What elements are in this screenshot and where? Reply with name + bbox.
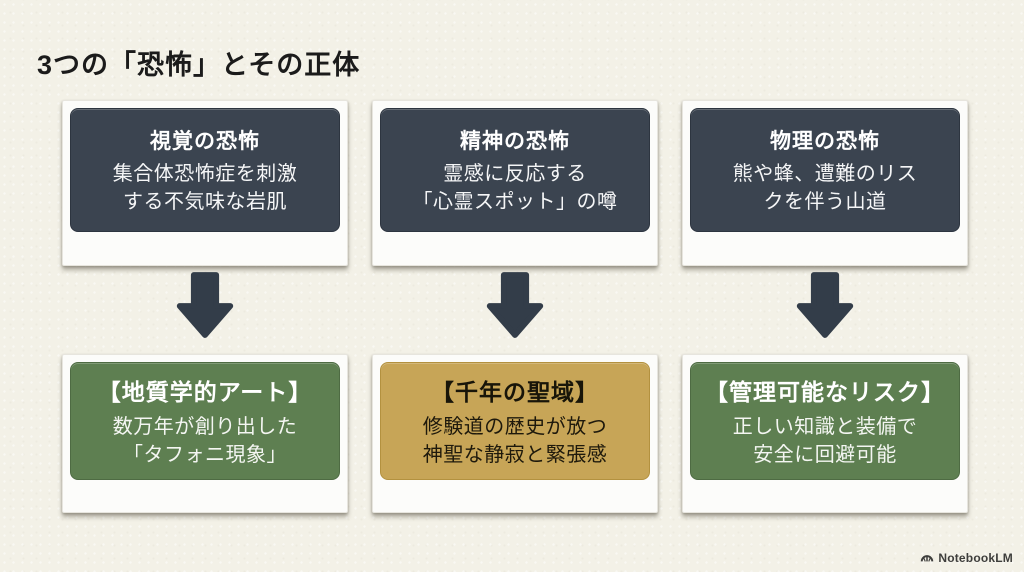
fear-title: 視覚の恐怖: [150, 129, 260, 153]
reality-title: 【地質学的アート】: [97, 380, 313, 405]
fear-title: 精神の恐怖: [460, 129, 570, 153]
reality-card: 【管理可能なリスク】 正しい知識と装備で 安全に回避可能: [682, 354, 968, 513]
reality-card: 【千年の聖域】 修験道の歴史が放つ 神聖な静寂と緊張感: [372, 354, 658, 513]
page-title: 3つの「恐怖」とその正体: [37, 50, 361, 81]
reality-body: 正しい知識と装備で 安全に回避可能: [732, 416, 918, 466]
fear-panel: 精神の恐怖 霊感に反応する 「心霊スポット」の噂: [380, 108, 650, 232]
fear-card: 視覚の恐怖 集合体恐怖症を刺激 する不気味な岩肌: [62, 100, 348, 266]
reality-panel: 【管理可能なリスク】 正しい知識と装備で 安全に回避可能: [690, 362, 960, 480]
fear-card: 物理の恐怖 熊や蜂、遭難のリス クを伴う山道: [682, 100, 968, 266]
fear-panel: 視覚の恐怖 集合体恐怖症を刺激 する不気味な岩肌: [70, 108, 340, 232]
reality-title: 【管理可能なリスク】: [705, 380, 945, 405]
notebooklm-logo-icon: [921, 554, 934, 562]
down-arrow-icon: [796, 272, 854, 338]
reality-body: 修験道の歴史が放つ 神聖な静寂と緊張感: [422, 416, 608, 466]
reality-panel: 【地質学的アート】 数万年が創り出した 「タフォニ現象」: [70, 362, 340, 480]
down-arrow-icon: [486, 272, 544, 338]
fear-body: 霊感に反応する 「心霊スポット」の噂: [412, 162, 618, 213]
down-arrow-icon: [176, 272, 234, 338]
reality-card: 【地質学的アート】 数万年が創り出した 「タフォニ現象」: [62, 354, 348, 513]
reality-body: 数万年が創り出した 「タフォニ現象」: [112, 416, 298, 466]
fear-body: 集合体恐怖症を刺激 する不気味な岩肌: [112, 162, 298, 213]
fear-body: 熊や蜂、遭難のリス クを伴う山道: [732, 162, 918, 213]
fear-panel: 物理の恐怖 熊や蜂、遭難のリス クを伴う山道: [690, 108, 960, 232]
fear-title: 物理の恐怖: [770, 129, 880, 153]
fear-card: 精神の恐怖 霊感に反応する 「心霊スポット」の噂: [372, 100, 658, 266]
notebooklm-watermark: NotebookLM: [920, 551, 1013, 565]
reality-panel: 【千年の聖域】 修験道の歴史が放つ 神聖な静寂と緊張感: [380, 362, 650, 480]
reality-title: 【千年の聖域】: [431, 380, 599, 405]
brand-label: NotebookLM: [938, 551, 1013, 565]
